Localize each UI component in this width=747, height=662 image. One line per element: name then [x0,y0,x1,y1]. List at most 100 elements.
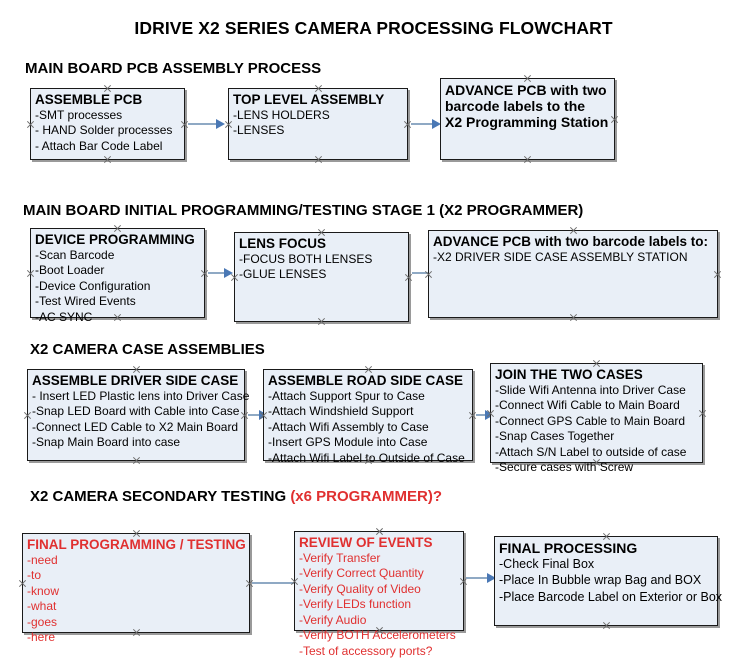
connection-handle-right[interactable] [200,269,209,278]
node-line: -FOCUS BOTH LENSES [239,251,373,266]
node-title: DEVICE PROGRAMMING [35,232,195,247]
connection-handle-left[interactable] [259,411,268,420]
connector-review-of-events-to-final-processing [466,573,496,583]
connection-handle-left[interactable] [26,120,35,129]
node-line: -Check Final Box [499,557,595,572]
node-final-programming-testing[interactable]: FINAL PROGRAMMING / TESTING -need -to -k… [22,533,250,644]
node-line: - Attach Bar Code Label [35,138,163,153]
node-line: -Verify Transfer [299,550,381,565]
connector-shaft [248,414,260,416]
node-line: - Insert LED Plastic lens into Driver Ca… [32,388,250,403]
connection-handle-bottom[interactable] [602,621,611,630]
connection-handle-left[interactable] [224,120,233,129]
node-title: LENS FOCUS [239,236,327,251]
connection-handle-left[interactable] [424,270,433,279]
connection-handle-right[interactable] [610,115,619,124]
node-line: -Verify BOTH Accelerometers [299,628,456,643]
section-header-text: MAIN BOARD PCB ASSEMBLY PROCESS [25,60,322,77]
arrowhead-icon [216,119,225,129]
node-review-of-events[interactable]: REVIEW OF EVENTS -Verify Transfer -Verif… [294,531,464,658]
connection-handle-bottom[interactable] [569,313,578,322]
node-line: -Connect LED Cable to X2 Main Board [32,419,239,434]
connection-handle-bottom[interactable] [523,155,532,164]
connector-shaft [252,582,294,584]
node-title: ADVANCE PCB with two barcode labels to: [433,234,709,249]
connection-handle-right[interactable] [468,411,477,420]
section-header-main-board-pcb-assembly: MAIN BOARD PCB ASSEMBLY PROCESS [25,60,321,77]
node-top-level-assembly[interactable]: TOP LEVEL ASSEMBLY -LENS HOLDERS -LENSES [228,88,408,160]
connector-device-programming-to-lens-focus [208,268,233,278]
section-header-text: MAIN BOARD INITIAL PROGRAMMING/TESTING S… [23,202,584,219]
node-assemble-road-side-case[interactable]: ASSEMBLE ROAD SIDE CASE -Attach Support … [263,369,473,465]
node-join-the-two-cases[interactable]: JOIN THE TWO CASES -Slide Wifi Antenna i… [490,363,703,474]
connection-handle-bottom[interactable] [132,456,141,465]
connection-handle-right[interactable] [180,120,189,129]
node-line: -Attach Wifi Label to Outside of Case [268,450,465,465]
section-header-x2-camera-secondary-testing: X2 CAMERA SECONDARY TESTING (x6 PROGRAMM… [30,488,442,505]
connection-handle-left[interactable] [230,273,239,282]
node-title: ASSEMBLE ROAD SIDE CASE [268,373,464,388]
connector-assemble-pcb-to-top-level-assembly [188,119,225,129]
connection-handle-left[interactable] [290,577,299,586]
node-line: -know [27,583,60,598]
node-line: - HAND Solder processes [35,123,173,138]
connection-handle-right[interactable] [459,577,468,586]
node-line: -Snap Cases Together [495,429,615,444]
node-title: FINAL PROCESSING [499,540,638,556]
connection-handle-left[interactable] [23,411,32,420]
node-line: -Insert GPS Module into Case [268,435,428,450]
section-header-annotation: (x6 PROGRAMMER)? [290,488,442,505]
node-title: ASSEMBLE DRIVER SIDE CASE [32,373,239,388]
node-assemble-driver-side-case[interactable]: ASSEMBLE DRIVER SIDE CASE - Insert LED P… [27,369,250,461]
node-line: -Test Wired Events [35,294,136,309]
connector-shaft [188,123,217,125]
node-advance-pcb-to-x2-programming-station[interactable]: ADVANCE PCB with two barcode labels to t… [440,78,615,160]
connection-handle-right[interactable] [403,120,412,129]
node-line: -Attach S/N Label to outside of case [495,444,687,459]
node-line: -Secure cases with Screw [495,460,634,475]
node-title: FINAL PROGRAMMING / TESTING [27,537,246,552]
node-line: X2 Programming Station [445,114,609,131]
connection-handle-left[interactable] [486,409,495,418]
connector-shaft [476,414,486,416]
node-line: -X2 DRIVER SIDE CASE ASSEMBLY STATION [433,249,688,264]
connection-handle-bottom[interactable] [103,155,112,164]
node-line: -Connect GPS Cable to Main Board [495,413,686,428]
node-title: TOP LEVEL ASSEMBLY [233,92,385,107]
node-line: -Device Configuration [35,278,151,293]
node-device-programming[interactable]: DEVICE PROGRAMMING -Scan Barcode -Boot L… [30,228,205,324]
section-header-x2-camera-case-assemblies: X2 CAMERA CASE ASSEMBLIES [30,341,265,358]
connection-handle-left[interactable] [26,269,35,278]
arrowhead-icon [224,268,233,278]
node-line: -Boot Loader [35,263,105,278]
node-line: -Scan Barcode [35,247,115,262]
node-line: -to [27,568,42,583]
node-line: barcode labels to the [445,98,586,115]
node-line: -what [27,599,57,614]
connection-handle-right[interactable] [713,270,722,279]
connector-top-level-assembly-to-advance-pcb [411,119,441,129]
node-line: -Verify Correct Quantity [299,566,424,581]
connection-handle-bottom[interactable] [314,155,323,164]
connection-handle-left[interactable] [18,579,27,588]
connection-handle-right[interactable] [245,579,254,588]
node-line-overflow: -Test of accessory ports? [299,644,433,659]
connection-handle-right[interactable] [404,273,413,282]
node-line: -Place Barcode Label on Exterior or Box [499,589,723,604]
node-lens-focus[interactable]: LENS FOCUS -FOCUS BOTH LENSES -GLUE LENS… [234,232,409,322]
node-line: -LENS HOLDERS [233,107,330,122]
section-header-main-board-initial-programming: MAIN BOARD INITIAL PROGRAMMING/TESTING S… [23,202,583,219]
node-line: -SMT processes [35,107,123,122]
node-line: -Connect Wifi Cable to Main Board [495,398,680,413]
connector-shaft [411,123,433,125]
connection-handle-right[interactable] [698,409,707,418]
node-title: ADVANCE PCB with two [445,82,607,98]
node-line: -need [27,552,58,567]
node-final-processing[interactable]: FINAL PROCESSING -Check Final Box -Place… [494,536,723,626]
node-line: -Verify Quality of Video [299,581,421,596]
connection-handle-bottom[interactable] [317,317,326,326]
node-assemble-pcb[interactable]: ASSEMBLE PCB -SMT processes - HAND Solde… [30,88,185,160]
connection-handle-right[interactable] [240,411,249,420]
node-advance-pcb-to-driver-side-case-station[interactable]: ADVANCE PCB with two barcode labels to: … [428,230,718,318]
node-line: -Verify LEDs function [299,597,412,612]
